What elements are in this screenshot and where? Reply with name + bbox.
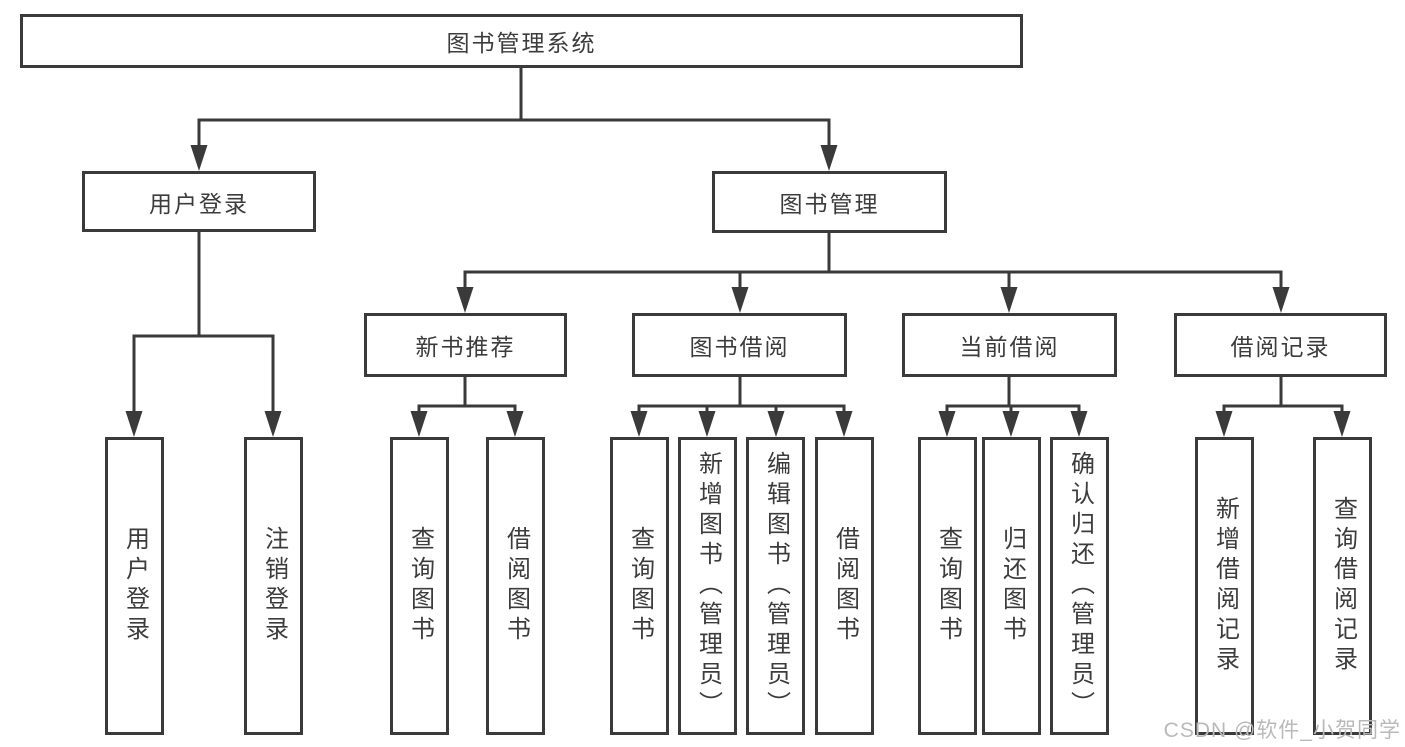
- node-book-borrow-label: 图书借阅: [689, 334, 790, 360]
- leaf-borrow-query: 查询图书: [610, 437, 669, 735]
- node-root: 图书管理系统: [20, 14, 1023, 68]
- node-new-book-rec: 新书推荐: [364, 313, 567, 377]
- node-borrow-record: 借阅记录: [1174, 313, 1387, 377]
- watermark: CSDN @软件_小贺同学: [1163, 719, 1401, 742]
- leaf-borrow-add-label: 新增图书（管理员）: [694, 451, 722, 721]
- node-current-borrow-label: 当前借阅: [959, 334, 1060, 360]
- leaf-record-query-label: 查询借阅记录: [1329, 496, 1357, 676]
- node-new-book-rec-label: 新书推荐: [415, 334, 516, 360]
- leaf-borrow-edit-label: 编辑图书（管理员）: [762, 451, 790, 721]
- node-book-borrow: 图书借阅: [632, 313, 847, 377]
- node-book-mgmt: 图书管理: [712, 171, 947, 233]
- leaf-borrow-add: 新增图书（管理员）: [678, 437, 737, 735]
- leaf-logout-label: 注销登录: [260, 526, 288, 646]
- leaf-current-query-label: 查询图书: [934, 526, 962, 646]
- leaf-user-login-label: 用户登录: [121, 526, 149, 646]
- node-root-label: 图书管理系统: [446, 30, 597, 56]
- leaf-borrow-query-label: 查询图书: [626, 526, 654, 646]
- leaf-record-add: 新增借阅记录: [1195, 437, 1254, 735]
- leaf-newbook-query-label: 查询图书: [406, 526, 434, 646]
- leaf-borrow-borrow: 借阅图书: [815, 437, 874, 735]
- node-user-login: 用户登录: [82, 171, 316, 232]
- node-current-borrow: 当前借阅: [902, 313, 1117, 377]
- leaf-user-login: 用户登录: [105, 437, 164, 735]
- leaf-borrow-edit: 编辑图书（管理员）: [746, 437, 805, 735]
- leaf-current-confirm: 确认归还（管理员）: [1050, 437, 1109, 735]
- node-user-login-label: 用户登录: [149, 190, 249, 217]
- leaf-current-query: 查询图书: [918, 437, 977, 735]
- leaf-logout: 注销登录: [244, 437, 303, 735]
- leaf-newbook-borrow-label: 借阅图书: [502, 526, 530, 646]
- leaf-newbook-borrow: 借阅图书: [486, 437, 545, 735]
- leaf-current-return: 归还图书: [982, 437, 1041, 735]
- node-borrow-record-label: 借阅记录: [1230, 334, 1331, 360]
- leaf-record-add-label: 新增借阅记录: [1211, 496, 1239, 676]
- leaf-current-confirm-label: 确认归还（管理员）: [1066, 451, 1094, 721]
- leaf-record-query: 查询借阅记录: [1313, 437, 1372, 735]
- leaf-newbook-query: 查询图书: [390, 437, 449, 735]
- leaf-current-return-label: 归还图书: [998, 526, 1026, 646]
- node-book-mgmt-label: 图书管理: [779, 191, 880, 217]
- leaf-borrow-borrow-label: 借阅图书: [831, 526, 859, 646]
